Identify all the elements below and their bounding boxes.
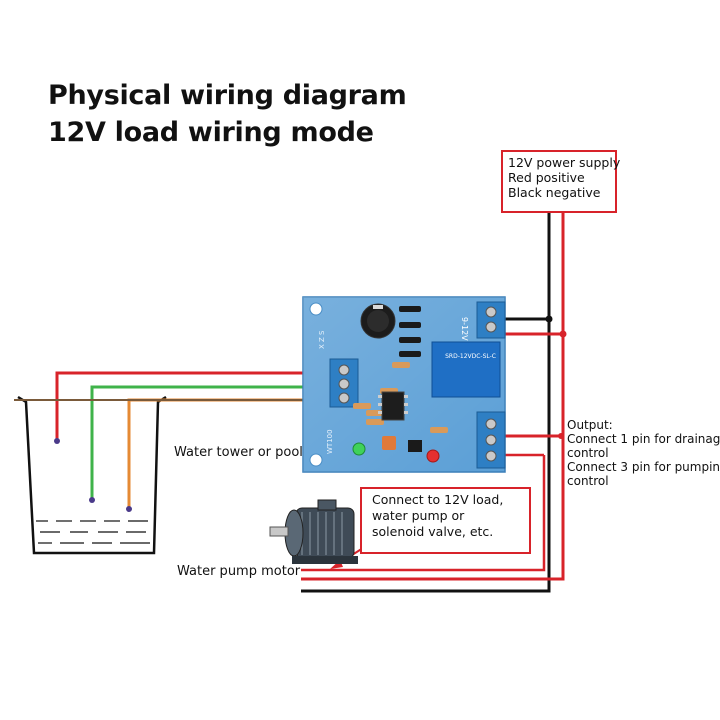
diode: [399, 351, 421, 357]
water-pump-motor: [269, 499, 358, 564]
potentiometer: [382, 436, 396, 450]
relay-model-label: SRD-12VDC-SL-C: [445, 353, 496, 360]
ic-chip: [381, 391, 405, 421]
mount-hole: [309, 453, 323, 467]
control-board: X Z S: [302, 296, 506, 473]
probe-wire-red: [55, 371, 318, 440]
output-note-heading: Output:: [567, 418, 613, 432]
diode: [399, 306, 421, 312]
motor-terminal-box: [317, 499, 337, 511]
probe-tip-mid: [89, 497, 95, 503]
power-label: 9-12V: [460, 317, 469, 341]
load-callout: Connect to 12V load, water pump or solen…: [360, 487, 531, 554]
mount-hole: [309, 302, 323, 316]
output-note-pumping-cont: control: [567, 474, 609, 488]
junction-negative: [545, 315, 553, 323]
output-note-pumping: Connect 3 pin for pumping: [567, 460, 720, 474]
diode: [399, 322, 421, 328]
probe-tip-low: [126, 506, 132, 512]
diagram-subtitle: 12V load wiring mode: [48, 117, 374, 148]
transistor: [408, 440, 422, 452]
load-callout-line2: water pump or: [372, 508, 465, 523]
red-led: [426, 449, 440, 463]
output-note-drainage-cont: control: [567, 446, 609, 460]
power-supply-negative: Black negative: [508, 185, 601, 200]
load-callout-line1: Connect to 12V load,: [372, 492, 504, 507]
junction-output: [558, 433, 564, 439]
power-supply-title: 12V power supply: [508, 155, 621, 170]
power-supply-positive: Red positive: [508, 170, 585, 185]
pump-motor-label: Water pump motor: [177, 564, 301, 579]
input-terminal-label: X Z S: [318, 330, 326, 349]
diagram-title: Physical wiring diagram: [48, 80, 407, 111]
output-note-drainage: Connect 1 pin for drainage: [567, 432, 720, 446]
green-led: [352, 442, 366, 456]
load-callout-line3: solenoid valve, etc.: [372, 524, 494, 539]
power-wire-black: [301, 213, 551, 593]
diode: [399, 337, 421, 343]
water-surface: [36, 520, 150, 544]
board-name-label: WT100: [326, 429, 334, 454]
water-tower-label: Water tower or pool: [174, 445, 303, 460]
power-supply-callout: 12V power supply Red positive Black nega…: [501, 150, 621, 213]
probe-wire-green: [90, 385, 318, 500]
motor-shaft: [269, 526, 289, 537]
probe-tip-high: [54, 438, 60, 444]
probe-wires: [14, 371, 318, 509]
junction-positive: [559, 330, 567, 338]
load-wire: [301, 455, 546, 572]
output-note: Output: Connect 1 pin for drainage contr…: [567, 418, 720, 488]
relay: [431, 341, 501, 398]
